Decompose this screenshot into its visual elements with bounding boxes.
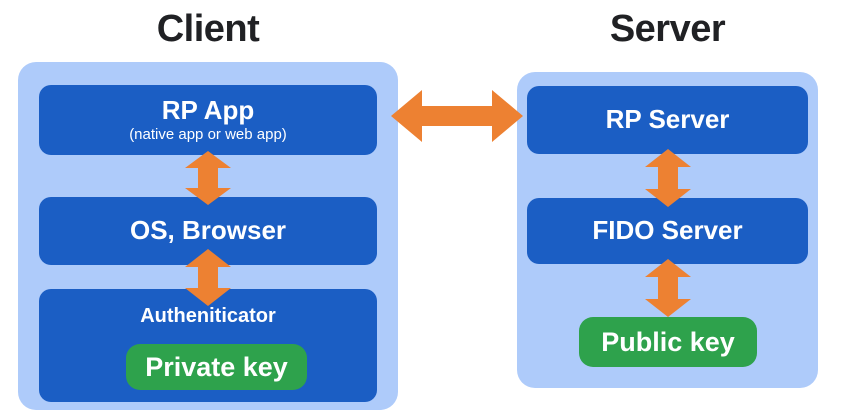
os-authenticator-double-arrow-icon — [185, 249, 231, 306]
public-key-label: Public key — [601, 326, 735, 357]
authenticator-label: Autheniticator — [140, 305, 276, 327]
rp-app-box: RP App (native app or web app) — [39, 85, 377, 155]
rp-server-label: RP Server — [605, 104, 730, 135]
server-section-title: Server — [609, 8, 726, 50]
public-key-box: Public key — [579, 317, 757, 367]
rp-server-fido-double-arrow-icon — [645, 149, 691, 207]
fido-server-box: FIDO Server — [527, 198, 808, 264]
rp-app-os-double-arrow-icon — [185, 151, 231, 205]
client-section-title: Client — [156, 8, 260, 50]
fido-server-label: FIDO Server — [592, 215, 743, 246]
os-browser-label: OS, Browser — [129, 215, 287, 246]
fido-publickey-double-arrow-icon — [645, 259, 691, 317]
private-key-label: Private key — [145, 351, 288, 382]
rp-app-label: RP App — [161, 94, 255, 125]
client-server-double-arrow-icon — [391, 90, 523, 142]
private-key-box: Private key — [126, 344, 307, 390]
rp-server-box: RP Server — [527, 86, 808, 154]
rp-app-sublabel: (native app or web app) — [129, 125, 287, 143]
